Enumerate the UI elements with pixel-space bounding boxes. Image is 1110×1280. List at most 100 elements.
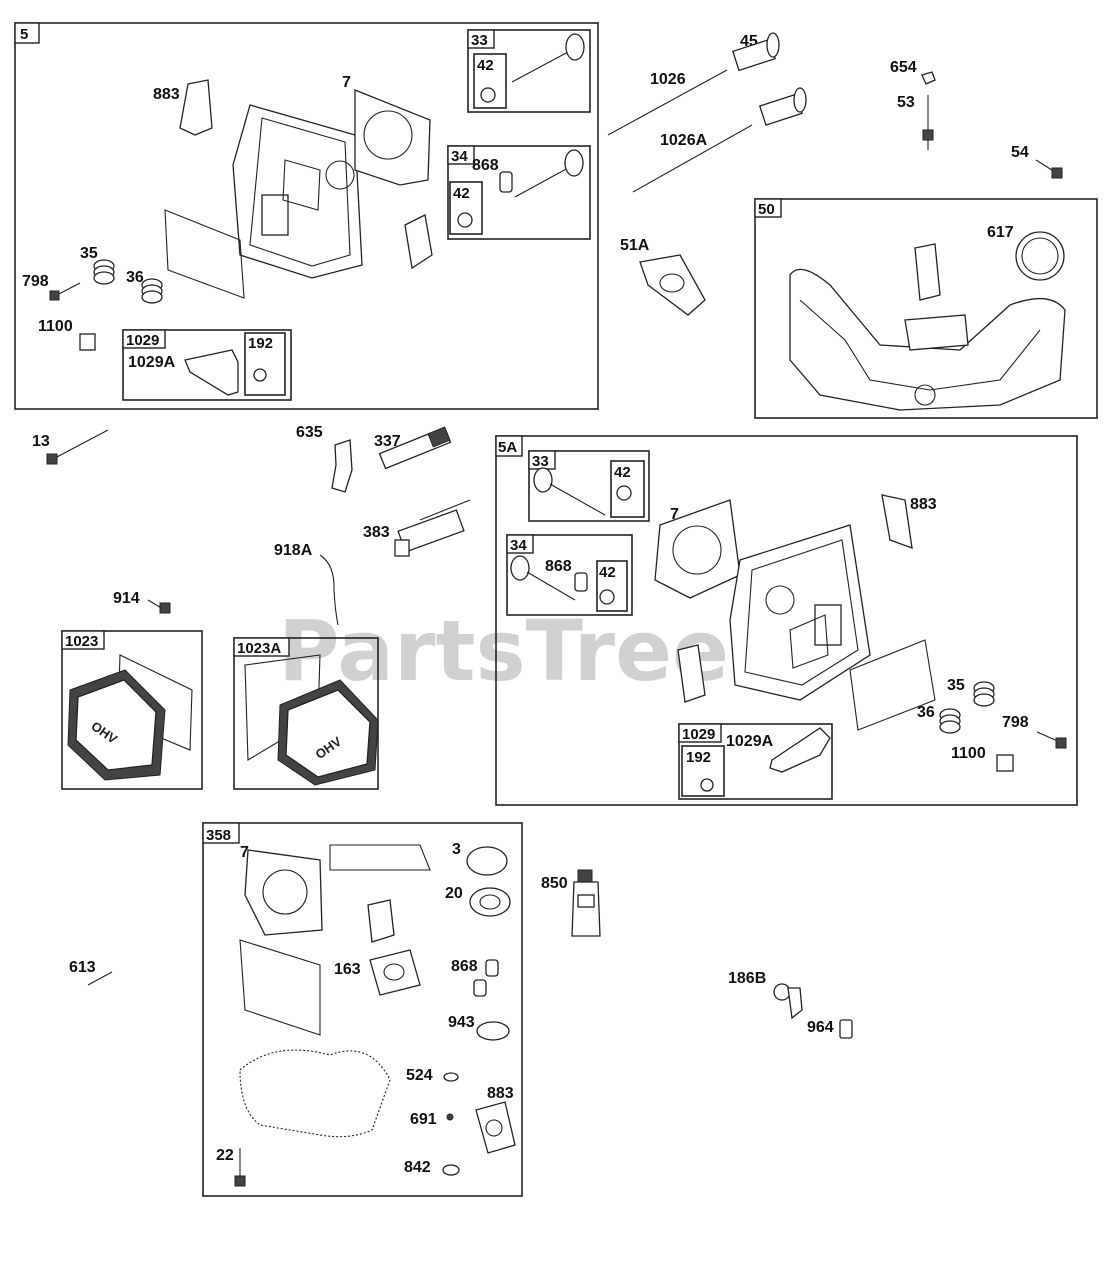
pushrod-icon[interactable]: [607, 69, 728, 136]
gasket-icon[interactable]: [881, 494, 913, 549]
label-1029Ab[interactable]: 1029A: [726, 733, 774, 750]
pushrod-icon[interactable]: [632, 124, 753, 193]
label-36a[interactable]: 36: [126, 269, 144, 286]
plug-icon[interactable]: [839, 1019, 853, 1039]
group-358-label[interactable]: 358: [206, 827, 231, 844]
label-35b[interactable]: 35: [947, 677, 965, 694]
label-163[interactable]: 163: [334, 961, 361, 978]
rocker-arm-icon[interactable]: [769, 727, 831, 773]
label-868c[interactable]: 868: [451, 958, 478, 975]
label-842[interactable]: 842: [404, 1159, 431, 1176]
spring-icon[interactable]: [141, 278, 163, 304]
label-53[interactable]: 53: [897, 94, 915, 111]
label-654[interactable]: 654: [890, 59, 917, 76]
label-35a[interactable]: 35: [80, 245, 98, 262]
label-7a[interactable]: 7: [342, 74, 351, 91]
valve-cover-icon[interactable]: OHV: [277, 679, 379, 786]
group-1023A-label[interactable]: 1023A: [237, 640, 281, 657]
spring-icon[interactable]: [93, 259, 115, 285]
valve-guide-icon[interactable]: [473, 979, 487, 997]
bolt-icon[interactable]: [1036, 731, 1067, 749]
group-42d-label[interactable]: 42: [599, 564, 616, 581]
label-964[interactable]: 964: [807, 1019, 834, 1036]
group-34a-label[interactable]: 34: [451, 148, 468, 165]
label-1026A[interactable]: 1026A: [660, 132, 708, 149]
label-383[interactable]: 383: [363, 524, 390, 541]
valve-guide-icon[interactable]: [485, 959, 499, 977]
bolt-icon[interactable]: [49, 282, 81, 301]
label-54[interactable]: 54: [1011, 144, 1029, 161]
label-337[interactable]: 337: [374, 433, 401, 450]
gasket-icon[interactable]: [354, 89, 431, 186]
label-7c[interactable]: 7: [240, 844, 249, 861]
gasket-icon[interactable]: [329, 844, 431, 871]
label-51A[interactable]: 51A: [620, 237, 650, 254]
label-850[interactable]: 850: [541, 875, 568, 892]
pushrod-tube-icon[interactable]: [758, 87, 807, 126]
group-42b-label[interactable]: 42: [453, 185, 470, 202]
nut-icon[interactable]: [253, 368, 267, 382]
gasket-icon[interactable]: [239, 939, 321, 1036]
label-1100a[interactable]: 1100: [38, 318, 73, 335]
label-798b[interactable]: 798: [1002, 714, 1029, 731]
gasket-icon[interactable]: [914, 243, 941, 301]
cylinder-head-icon[interactable]: [232, 104, 363, 279]
spark-plug-boot-icon[interactable]: [331, 439, 353, 493]
gasket-icon[interactable]: [164, 209, 245, 299]
label-918A[interactable]: 918A: [274, 542, 313, 559]
nut-icon[interactable]: [79, 333, 96, 351]
group-5A-label[interactable]: 5A: [498, 439, 517, 456]
crankcase-gasket-icon[interactable]: [239, 1049, 391, 1138]
nut-icon[interactable]: [996, 754, 1014, 772]
valve-cover-icon[interactable]: OHV: [67, 669, 166, 781]
cylinder-head-icon[interactable]: [729, 524, 871, 701]
ignition-coil-icon[interactable]: [394, 499, 471, 557]
valve-icon[interactable]: [533, 467, 606, 516]
label-524[interactable]: 524: [406, 1067, 433, 1084]
nut-icon[interactable]: [921, 71, 936, 85]
label-617[interactable]: 617: [987, 224, 1014, 241]
group-192b-label[interactable]: 192: [686, 749, 711, 766]
seal-ring-icon[interactable]: [457, 212, 473, 228]
label-36b[interactable]: 36: [917, 704, 935, 721]
label-186B[interactable]: 186B: [728, 970, 766, 987]
intake-manifold-icon[interactable]: [789, 268, 1066, 411]
o-ring-icon[interactable]: [476, 1021, 510, 1041]
seal-icon[interactable]: [446, 1113, 454, 1121]
valve-guide-icon[interactable]: [574, 572, 588, 592]
spring-icon[interactable]: [973, 681, 995, 707]
gasket-icon[interactable]: [639, 254, 706, 316]
label-798a[interactable]: 798: [22, 273, 49, 290]
group-42c-label[interactable]: 42: [614, 464, 631, 481]
bolt-icon[interactable]: [234, 1148, 246, 1187]
label-635[interactable]: 635: [296, 424, 323, 441]
label-691[interactable]: 691: [410, 1111, 437, 1128]
elbow-fitting-icon[interactable]: [773, 983, 803, 1020]
label-13[interactable]: 13: [32, 433, 50, 450]
gasket-icon[interactable]: [654, 499, 741, 599]
spark-plug-icon[interactable]: [378, 426, 452, 470]
gasket-icon[interactable]: [404, 214, 433, 270]
group-33a-label[interactable]: 33: [471, 32, 488, 49]
label-7b[interactable]: 7: [670, 506, 679, 523]
group-33b-label[interactable]: 33: [532, 453, 549, 470]
gasket-icon[interactable]: [849, 639, 936, 731]
label-883a[interactable]: 883: [153, 86, 180, 103]
seal-ring-icon[interactable]: [616, 485, 632, 501]
nut-icon[interactable]: [700, 778, 714, 792]
group-42a-label[interactable]: 42: [477, 57, 494, 74]
bolt-icon[interactable]: [46, 429, 109, 465]
gasket-icon[interactable]: [179, 79, 213, 136]
rocker-arm-icon[interactable]: [184, 349, 239, 396]
bolt-icon[interactable]: [1035, 159, 1063, 179]
group-34b-label[interactable]: 34: [510, 537, 527, 554]
group-1029b-label[interactable]: 1029: [682, 726, 715, 743]
label-22[interactable]: 22: [216, 1147, 234, 1164]
oil-seal-icon[interactable]: [469, 887, 511, 917]
valve-icon[interactable]: [511, 33, 585, 83]
group-50-label[interactable]: 50: [758, 201, 775, 218]
stud-icon[interactable]: [922, 95, 934, 150]
gasket-icon[interactable]: [244, 849, 323, 936]
pushrod-tube-icon[interactable]: [732, 32, 780, 72]
label-943[interactable]: 943: [448, 1014, 475, 1031]
